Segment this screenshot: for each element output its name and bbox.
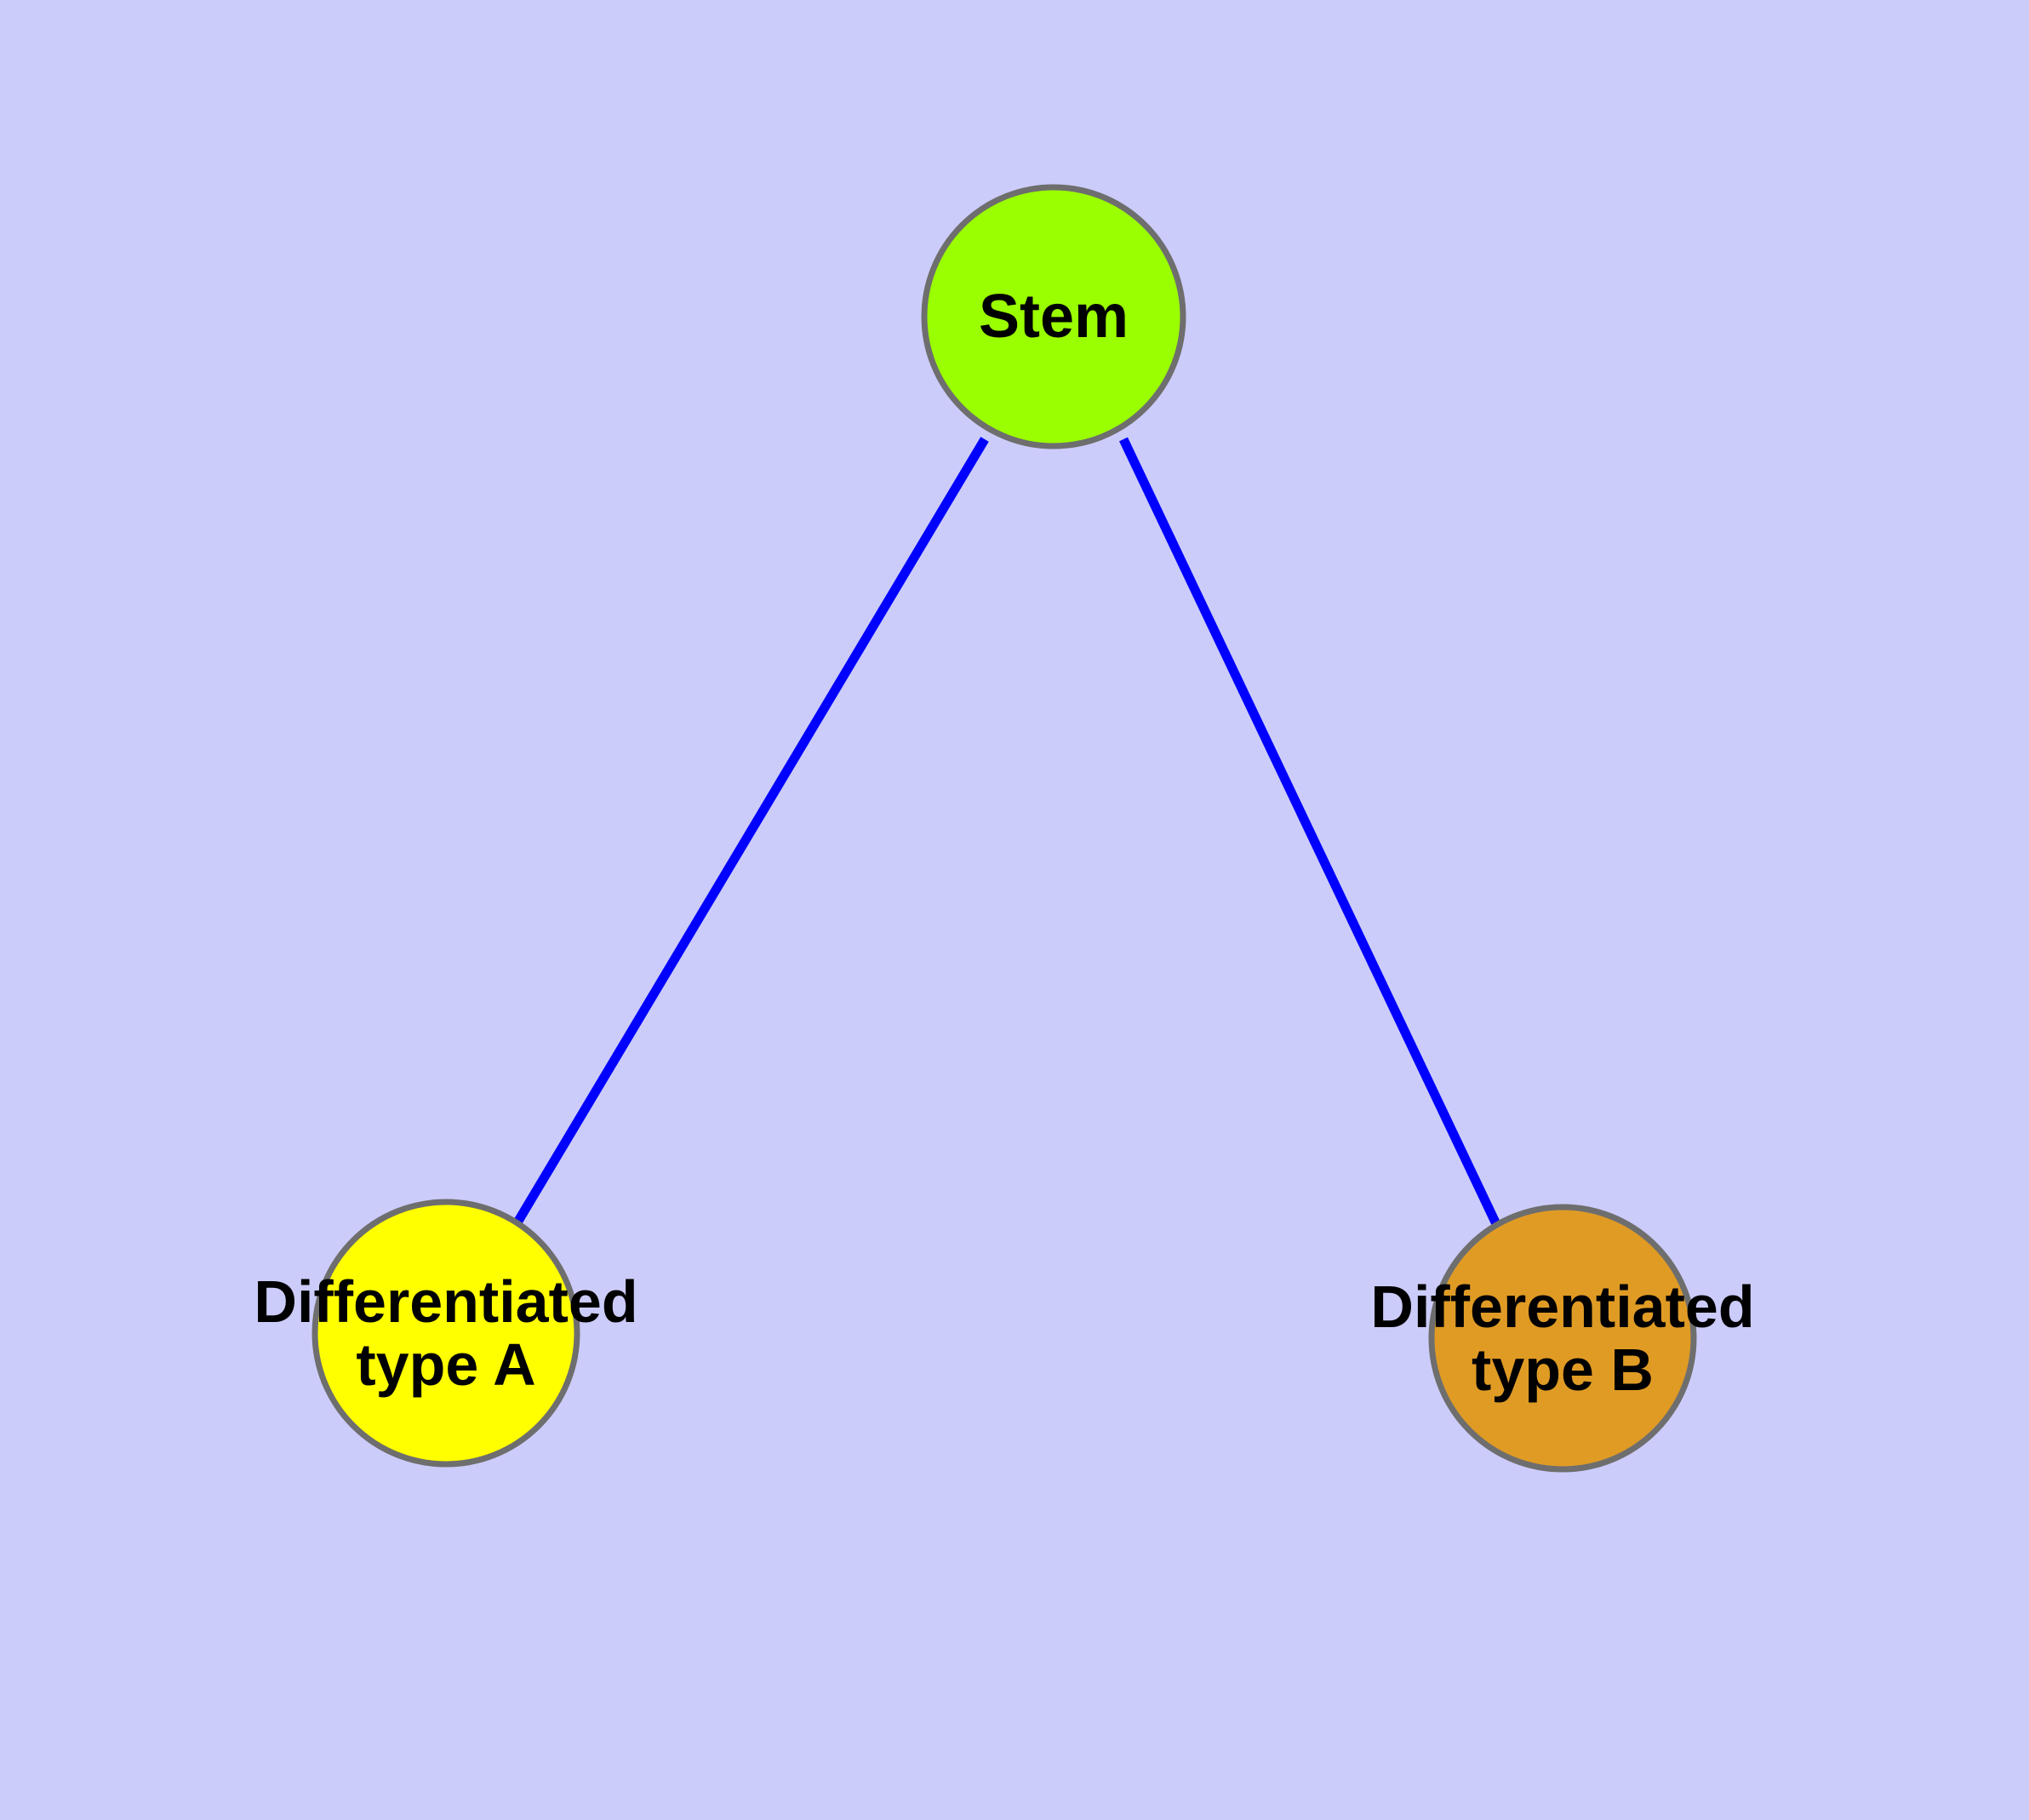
node-stem[interactable] — [921, 184, 1186, 449]
node-differentiated-type-a[interactable] — [311, 1199, 580, 1468]
edge-stem-to-differentiated-type-b[interactable] — [1119, 437, 1501, 1228]
node-layer — [311, 184, 1697, 1473]
node-differentiated-type-b[interactable] — [1428, 1204, 1697, 1473]
edge-stem-to-differentiated-type-a[interactable] — [513, 437, 989, 1225]
edge-layer — [513, 437, 1501, 1228]
